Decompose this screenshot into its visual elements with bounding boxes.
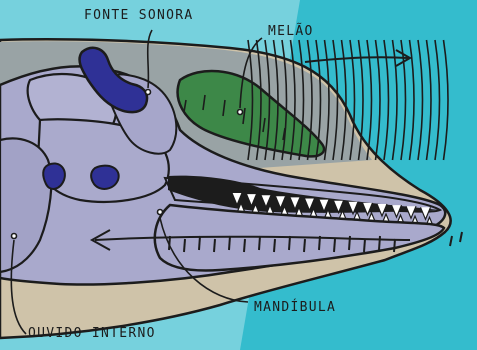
sound-wave-arc [418, 40, 423, 160]
jaw-tick [244, 239, 245, 252]
jaw-tick [184, 239, 185, 252]
jaw-tick [394, 239, 395, 252]
inner-ear-patch-left [43, 163, 65, 188]
jaw-tick [319, 236, 320, 250]
jaw-tick [274, 239, 275, 252]
label-sound-source: FONTE SONORA [84, 8, 194, 23]
jaw-tick [304, 239, 305, 252]
sound-wave-arc [435, 40, 440, 160]
inner-ear-patch-right [91, 166, 119, 189]
jaw-tick [289, 236, 290, 250]
label-mandible: MANDÍBULA [254, 300, 336, 315]
snout-tip-marks [450, 232, 462, 246]
jaw-tick [364, 239, 365, 252]
jaw-tick [334, 239, 335, 252]
jaw-tick [229, 236, 230, 250]
sound-wave-arc [444, 40, 449, 160]
label-melon: MELÃO [268, 24, 314, 39]
jaw-tick [199, 236, 200, 250]
jaw-tick [259, 236, 260, 250]
label-inner-ear: OUVIDO INTERNO [28, 326, 156, 341]
jaw-tick [214, 239, 215, 252]
jaw-tick [379, 236, 380, 250]
sound-wave-arc [427, 40, 432, 160]
jaw-tick [349, 236, 350, 250]
